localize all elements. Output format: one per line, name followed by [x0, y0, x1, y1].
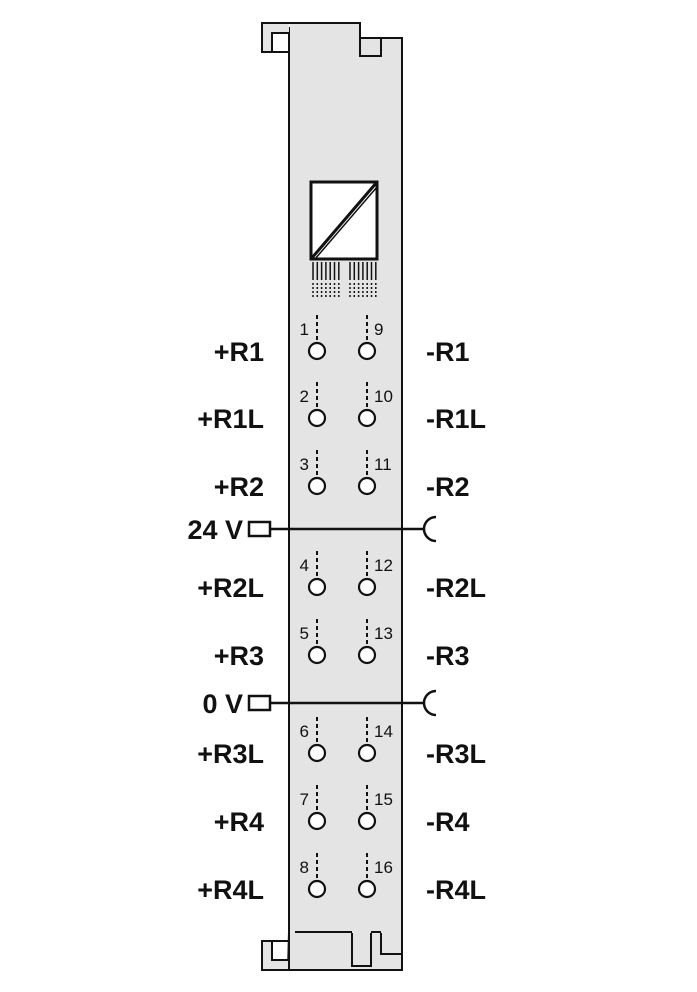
power-rail: 0 V — [202, 689, 437, 719]
left-terminal-point — [307, 811, 327, 831]
right-terminal-point — [357, 577, 377, 597]
power-rail-label: 0 V — [202, 689, 243, 719]
left-signal-label: +R2L — [197, 573, 264, 603]
rail-contact-icon — [247, 520, 272, 538]
terminal-row: +R1L -R1L 2 10 — [197, 382, 486, 434]
right-terminal-point — [357, 743, 377, 763]
right-signal-label: -R2 — [426, 472, 470, 502]
left-terminal-point — [307, 743, 327, 763]
right-signal-label: -R3L — [426, 739, 486, 769]
left-terminal-number: 6 — [300, 722, 309, 741]
rail-socket-icon — [422, 689, 437, 717]
left-terminal-point — [307, 645, 327, 665]
right-terminal-number: 13 — [374, 624, 393, 643]
top-notch — [359, 23, 402, 57]
right-signal-label: -R3 — [426, 641, 470, 671]
right-terminal-point — [357, 645, 377, 665]
left-terminal-point — [307, 577, 327, 597]
left-terminal-number: 4 — [300, 556, 309, 575]
right-terminal-number: 12 — [374, 556, 393, 575]
right-signal-label: -R4 — [426, 807, 470, 837]
right-terminal-number: 14 — [374, 722, 393, 741]
left-terminal-point — [307, 341, 327, 361]
right-terminal-point — [357, 408, 377, 428]
right-terminal-number: 15 — [374, 790, 393, 809]
terminal-row: +R2 -R2 3 11 — [214, 450, 470, 502]
left-signal-label: +R1 — [214, 337, 264, 367]
terminal-row: +R1 -R1 1 9 — [214, 315, 470, 367]
right-signal-label: -R4L — [426, 875, 486, 905]
left-signal-label: +R2 — [214, 472, 264, 502]
left-terminal-number: 3 — [300, 455, 309, 474]
bottom-tab-right — [380, 931, 403, 955]
right-signal-label: -R2L — [426, 573, 486, 603]
right-terminal-point — [357, 811, 377, 831]
bottom-latch — [261, 940, 290, 971]
rail-socket-icon — [422, 515, 437, 543]
right-terminal-number: 11 — [374, 455, 392, 474]
rail-contact-icon — [247, 694, 272, 712]
left-terminal-number: 2 — [300, 387, 309, 406]
left-signal-label: +R3 — [214, 641, 264, 671]
right-terminal-number: 10 — [374, 387, 393, 406]
left-terminal-number: 7 — [300, 790, 309, 809]
left-signal-label: +R4 — [214, 807, 264, 837]
left-terminal-number: 1 — [300, 320, 309, 339]
left-terminal-point — [307, 408, 327, 428]
left-terminal-point — [307, 879, 327, 899]
terminal-row: +R4 -R4 7 15 — [214, 785, 470, 837]
left-terminal-number: 8 — [300, 858, 309, 877]
right-terminal-point — [357, 476, 377, 496]
right-signal-label: -R1 — [426, 337, 470, 367]
right-terminal-point — [357, 341, 377, 361]
left-signal-label: +R1L — [197, 404, 264, 434]
left-signal-label: +R4L — [197, 875, 264, 905]
terminal-row: +R3 -R3 5 13 — [214, 619, 470, 671]
terminal-row: +R4L -R4L 8 16 — [197, 853, 486, 905]
converter-symbol-icon — [309, 180, 379, 297]
bottom-tab-left — [351, 931, 372, 967]
terminal-row: +R2L -R2L 4 12 — [197, 551, 486, 603]
power-rail: 24 V — [187, 515, 437, 545]
left-terminal-number: 5 — [300, 624, 309, 643]
top-latch — [261, 22, 289, 53]
right-terminal-number: 16 — [374, 858, 393, 877]
left-terminal-point — [307, 476, 327, 496]
power-rail-label: 24 V — [187, 515, 243, 545]
right-signal-label: -R1L — [426, 404, 486, 434]
left-signal-label: +R3L — [197, 739, 264, 769]
right-terminal-point — [357, 879, 377, 899]
module-body — [288, 37, 403, 971]
terminal-row: +R3L -R3L 6 14 — [197, 717, 486, 769]
right-terminal-number: 9 — [374, 320, 383, 339]
